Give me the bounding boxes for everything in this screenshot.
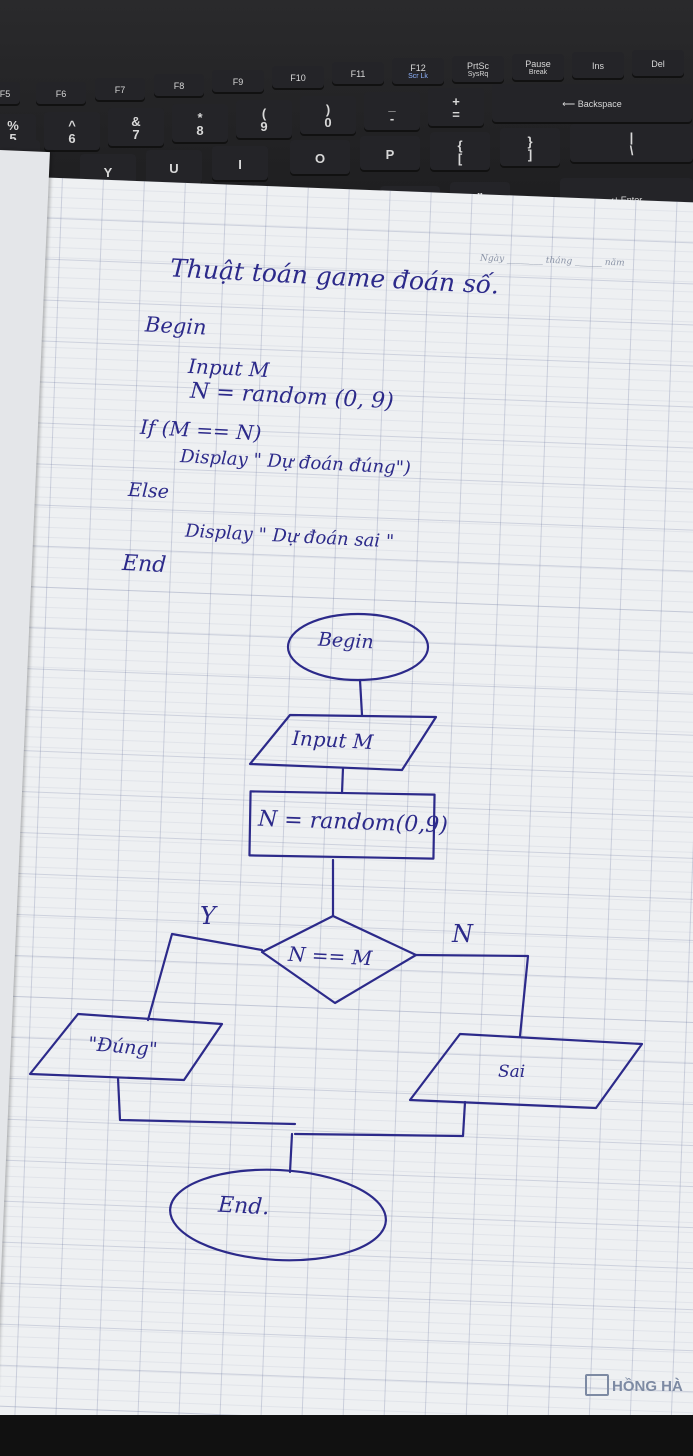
end-terminal-shape: [169, 1168, 387, 1262]
brand-label: HỒNG HÀ: [612, 1378, 683, 1395]
key-open-brace[interactable]: {[: [430, 132, 490, 172]
key-f7[interactable]: F7: [95, 78, 145, 102]
flow-no-output-label: Sai: [498, 1062, 526, 1082]
key-minus[interactable]: _-: [364, 92, 420, 132]
key-ins[interactable]: Ins: [572, 52, 624, 80]
key-backslash[interactable]: |\: [570, 124, 693, 164]
key-9[interactable]: (9: [236, 100, 292, 140]
yes-output-parallelogram: [28, 1012, 224, 1082]
flow-start-label: Begin: [317, 628, 375, 654]
no-output-parallelogram: [408, 1032, 644, 1110]
key-i[interactable]: I: [212, 146, 268, 182]
input-parallelogram: [248, 713, 438, 772]
key-f9[interactable]: F9: [212, 70, 264, 94]
key-equals[interactable]: +=: [428, 88, 484, 128]
key-del[interactable]: Del: [632, 50, 684, 78]
key-7[interactable]: &7: [108, 108, 164, 148]
flow-input-label: Input M: [291, 725, 374, 755]
yes-branch-line: [146, 932, 264, 1022]
flow-yes-label: Y: [200, 902, 216, 930]
arrow-start-to-input: [358, 678, 364, 717]
key-f11[interactable]: F11: [332, 62, 384, 86]
process-rectangle: [248, 790, 436, 860]
key-f5[interactable]: F5: [0, 82, 20, 106]
key-f8[interactable]: F8: [154, 74, 204, 98]
arrow-input-to-process: [340, 766, 345, 795]
desk-background: [0, 1415, 693, 1456]
key-f10[interactable]: F10: [272, 66, 324, 90]
key-u[interactable]: U: [146, 150, 202, 186]
key-f6[interactable]: F6: [36, 82, 86, 106]
start-terminal-shape: [286, 612, 430, 682]
key-6[interactable]: ^6: [44, 112, 100, 152]
no-branch-line: [414, 953, 530, 1038]
key-0[interactable]: )0: [300, 96, 356, 136]
arrow-merge-to-end: [288, 1132, 294, 1174]
yes-merge-line: [116, 1076, 297, 1126]
key-backspace[interactable]: ⟵ Backspace: [492, 84, 692, 124]
key-close-brace[interactable]: }]: [500, 128, 560, 168]
flow-end-label: End.: [217, 1192, 270, 1221]
key-8[interactable]: *8: [172, 104, 228, 144]
flow-no-label: N: [452, 920, 473, 948]
flow-decision-label: N == M: [287, 941, 373, 971]
key-o[interactable]: O: [290, 140, 350, 176]
no-merge-line: [293, 1100, 467, 1138]
key-p[interactable]: P: [360, 136, 420, 172]
hong-ha-logo-icon: [585, 1374, 609, 1396]
backspace-arrow-icon: ⟵: [562, 98, 578, 109]
decision-diamond: [260, 914, 418, 1005]
